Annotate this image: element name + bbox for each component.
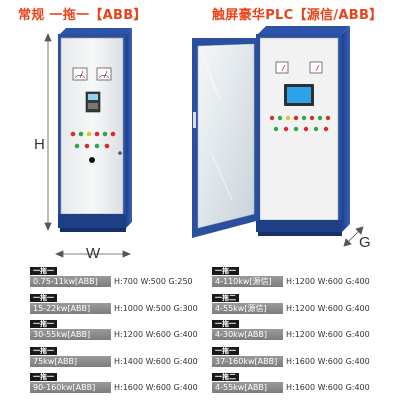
spec-tag: 一拖一 [30,320,57,328]
spec-row: 一拖一 90-160kw[ABB] H:1600 W:600 G:400 [30,373,198,400]
spec-row: 一拖二 4-55kw[源信] H:1200 W:600 G:400 [212,293,392,321]
plc-cabinet [192,26,350,238]
spec-size: H:1200 W:600 G:400 [286,277,370,286]
spec-size: H:1200 W:600 G:400 [286,303,370,313]
spec-size: H:1600 W:600 G:400 [286,383,370,392]
plc-spec-list: 一拖一 4-110kw[源信] H:1200 W:600 G:400 一拖二 4… [212,267,392,400]
spec-power: 30-55kw[ABB] [30,329,111,340]
spec-row: 一拖一 4-110kw[源信] H:1200 W:600 G:400 [212,267,392,294]
spec-power: 4-110kw[源信] [212,276,283,287]
dimension-arrows [44,32,132,258]
spec-power: 90-160kw[ABB] [30,382,111,393]
spec-power: 4-30kw[ABB] [212,329,283,340]
spec-power: 15-22kw[ABB] [30,302,111,314]
spec-row: 一拖一 30-55kw[ABB] H:1200 W:600 G:400 [30,320,198,347]
spec-size: H:700 W:500 G:250 [114,277,193,286]
cabinet-illustration [44,26,364,258]
spec-row: 一拖一 4-30kw[ABB] H:1200 W:600 G:400 [212,320,392,347]
spec-tag: 一拖一 [212,346,239,355]
spec-power: 0.75-11kw[ABB] [30,276,111,287]
spec-tag: 一拖一 [30,267,57,275]
spec-size: H:1200 W:600 G:400 [286,330,370,339]
spec-tag: 一拖二 [212,373,239,381]
spec-size: H:1400 W:600 G:400 [114,356,198,366]
spec-power: 4-55kw[ABB] [212,382,283,393]
spec-size: H:1600 W:600 G:400 [114,383,198,392]
standard-spec-list: 一拖一 0.75-11kw[ABB] H:700 W:500 G:250 一拖一… [30,267,198,400]
depth-label: G [359,234,371,251]
spec-row: 一拖一 37-160kw[ABB] H:1600 W:600 G:400 [212,346,392,374]
spec-tag: 一拖一 [30,293,57,302]
spec-size: H:1600 W:600 G:400 [286,356,370,366]
spec-tag: 一拖一 [212,320,239,328]
spec-size: H:1000 W:500 G:300 [114,303,198,313]
spec-row: 一拖二 4-55kw[ABB] H:1600 W:600 G:400 [212,373,392,400]
spec-tag: 一拖二 [212,293,239,302]
width-label: W [86,245,101,262]
spec-tag: 一拖一 [30,373,57,381]
spec-row: 一拖一 75kw[ABB] H:1400 W:600 G:400 [30,346,198,374]
spec-size: H:1200 W:600 G:400 [114,330,198,339]
spec-row: 一拖一 0.75-11kw[ABB] H:700 W:500 G:250 [30,267,195,294]
spec-power: 4-55kw[源信] [212,302,283,314]
standard-cabinet [58,28,132,232]
spec-tag: 一拖一 [30,346,57,355]
spec-power: 75kw[ABB] [30,355,111,367]
depth-arrow [343,226,364,247]
height-label: H [34,136,45,153]
heading-standard-cabinet: 常规 一拖一【ABB】 [18,8,147,23]
spec-row: 一拖一 15-22kw[ABB] H:1000 W:500 G:300 [30,293,198,321]
heading-plc-cabinet: 触屏豪华PLC【源信/ABB】 [212,8,383,23]
spec-power: 37-160kw[ABB] [212,355,283,367]
spec-tag: 一拖一 [212,267,239,275]
